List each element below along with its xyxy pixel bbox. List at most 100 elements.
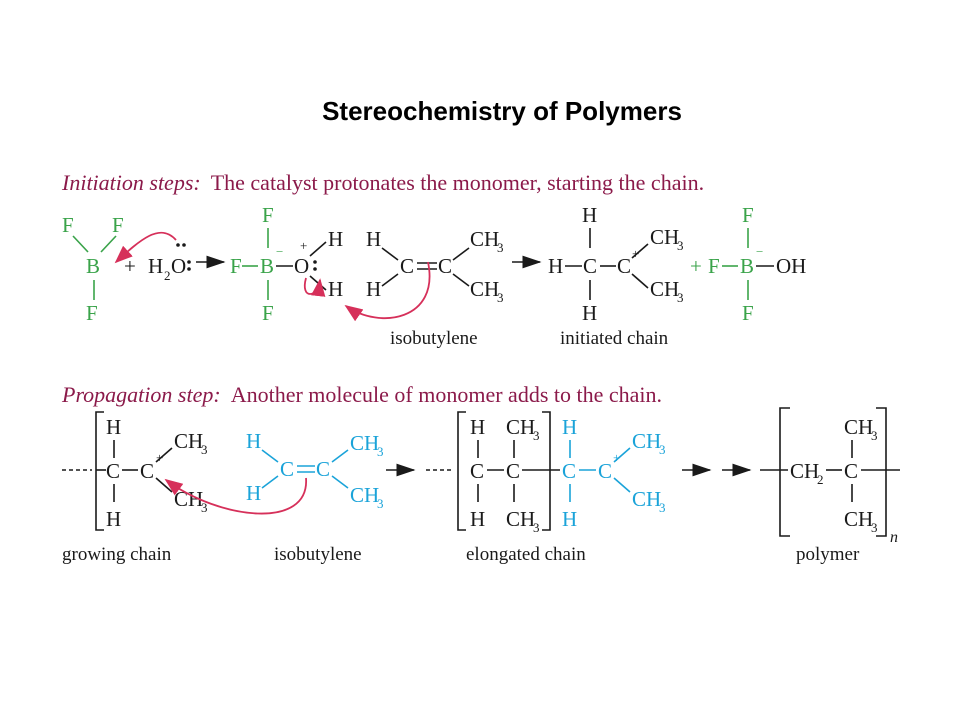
- svg-text:3: 3: [677, 238, 684, 253]
- svg-text:C: C: [617, 254, 631, 278]
- propagation-lead: Propagation step:: [62, 382, 221, 407]
- svg-text:CH: CH: [506, 415, 535, 439]
- svg-text:H: H: [470, 507, 485, 531]
- svg-text:2: 2: [164, 268, 171, 283]
- svg-text:3: 3: [533, 428, 540, 443]
- svg-text:H: H: [470, 415, 485, 439]
- initiated-chain-label: initiated chain: [560, 328, 669, 349]
- svg-text:B: B: [740, 254, 754, 278]
- svg-text:H: H: [366, 277, 381, 301]
- svg-text:C: C: [140, 459, 154, 483]
- isobutylene-label-propagation: isobutylene: [274, 544, 362, 565]
- svg-text:3: 3: [659, 442, 666, 457]
- svg-text:F: F: [230, 254, 242, 278]
- bf3-water-complex: F F B − O + F H H: [230, 203, 343, 325]
- polymer-label: polymer: [796, 544, 860, 565]
- bf3-molecule: F F B F: [62, 213, 124, 325]
- svg-text:CH: CH: [506, 507, 535, 531]
- svg-text:C: C: [506, 459, 520, 483]
- svg-text:+: +: [613, 450, 620, 465]
- svg-text:CH: CH: [350, 431, 379, 455]
- svg-text:F: F: [742, 301, 754, 325]
- elongated-chain-label: elongated chain: [466, 544, 586, 565]
- svg-text:3: 3: [377, 496, 384, 511]
- svg-text:3: 3: [497, 290, 504, 305]
- svg-text:+: +: [300, 238, 307, 253]
- propagation-text: Another molecule of monomer adds to the …: [230, 382, 663, 407]
- svg-text:3: 3: [659, 500, 666, 515]
- svg-text:H: H: [106, 415, 121, 439]
- elongated-chain: H C C CH 3 H CH 3 H C C + CH 3 CH 3 H: [426, 411, 666, 535]
- bf3oh-anion: + F B − F OH F: [690, 203, 806, 325]
- svg-text:+: +: [690, 254, 702, 278]
- svg-text:C: C: [316, 457, 330, 481]
- polymer-repeat-unit: CH 2 C CH 3 CH 3 n: [760, 407, 900, 546]
- svg-text:−: −: [756, 244, 763, 259]
- page-title: Stereochemistry of Polymers: [322, 96, 682, 126]
- svg-text:H: H: [366, 227, 381, 251]
- svg-text:F: F: [62, 213, 74, 237]
- svg-text:+: +: [632, 246, 639, 261]
- svg-text:CH: CH: [174, 429, 203, 453]
- svg-text:C: C: [844, 459, 858, 483]
- svg-text:3: 3: [201, 500, 208, 515]
- svg-text:H: H: [582, 203, 597, 227]
- svg-text:+: +: [124, 254, 136, 278]
- svg-text:F: F: [262, 203, 274, 227]
- svg-text:H: H: [246, 429, 261, 453]
- svg-text:n: n: [890, 529, 898, 546]
- isobutylene-label-initiation: isobutylene: [390, 328, 478, 349]
- svg-text:CH: CH: [844, 415, 873, 439]
- svg-text:F: F: [86, 301, 98, 325]
- svg-text:H: H: [106, 507, 121, 531]
- initiation-header: Initiation steps: The catalyst protonates…: [62, 170, 704, 196]
- svg-text:C: C: [598, 459, 612, 483]
- growing-chain: H C C + CH 3 CH 3 H: [62, 411, 208, 531]
- svg-text:2: 2: [817, 472, 824, 487]
- growing-chain-label: growing chain: [62, 544, 172, 565]
- svg-text:CH: CH: [350, 483, 379, 507]
- svg-text:CH: CH: [844, 507, 873, 531]
- svg-text:H: H: [562, 415, 577, 439]
- svg-text:C: C: [438, 254, 452, 278]
- svg-text:OH: OH: [776, 254, 806, 278]
- svg-text:CH: CH: [790, 459, 819, 483]
- svg-text:O: O: [171, 254, 186, 278]
- svg-text:C: C: [470, 459, 484, 483]
- svg-text:H: H: [562, 507, 577, 531]
- svg-text:C: C: [562, 459, 576, 483]
- svg-text:CH: CH: [470, 227, 499, 251]
- svg-text:C: C: [583, 254, 597, 278]
- svg-text:F: F: [112, 213, 124, 237]
- svg-text:H: H: [148, 254, 163, 278]
- svg-text:F: F: [708, 254, 720, 278]
- svg-text:O: O: [294, 254, 309, 278]
- svg-text:H: H: [246, 481, 261, 505]
- svg-text:−: −: [276, 244, 283, 259]
- svg-text:+: +: [156, 450, 163, 465]
- svg-text:B: B: [86, 254, 100, 278]
- svg-text:H: H: [548, 254, 563, 278]
- initiation-text: The catalyst protonates the monomer, sta…: [210, 170, 705, 195]
- svg-text:CH: CH: [650, 277, 679, 301]
- svg-text:C: C: [400, 254, 414, 278]
- initiated-chain: H H C C + CH 3 CH 3 H: [548, 203, 684, 325]
- isobutylene-initiation: H H C C CH 3 CH 3: [366, 227, 504, 305]
- svg-text:H: H: [582, 301, 597, 325]
- svg-text:H: H: [328, 227, 343, 251]
- propagation-header: Propagation step: Another molecule of mon…: [62, 382, 662, 408]
- svg-text:3: 3: [533, 520, 540, 535]
- svg-text:3: 3: [497, 240, 504, 255]
- svg-text:3: 3: [377, 444, 384, 459]
- svg-text:CH: CH: [632, 487, 661, 511]
- svg-text:F: F: [262, 301, 274, 325]
- svg-text:CH: CH: [632, 429, 661, 453]
- svg-text:3: 3: [871, 428, 878, 443]
- svg-text:CH: CH: [470, 277, 499, 301]
- svg-text:F: F: [742, 203, 754, 227]
- svg-text:3: 3: [871, 520, 878, 535]
- svg-text:B: B: [260, 254, 274, 278]
- initiation-lead: Initiation steps:: [62, 170, 201, 195]
- water-molecule: + H 2 O: [124, 243, 191, 283]
